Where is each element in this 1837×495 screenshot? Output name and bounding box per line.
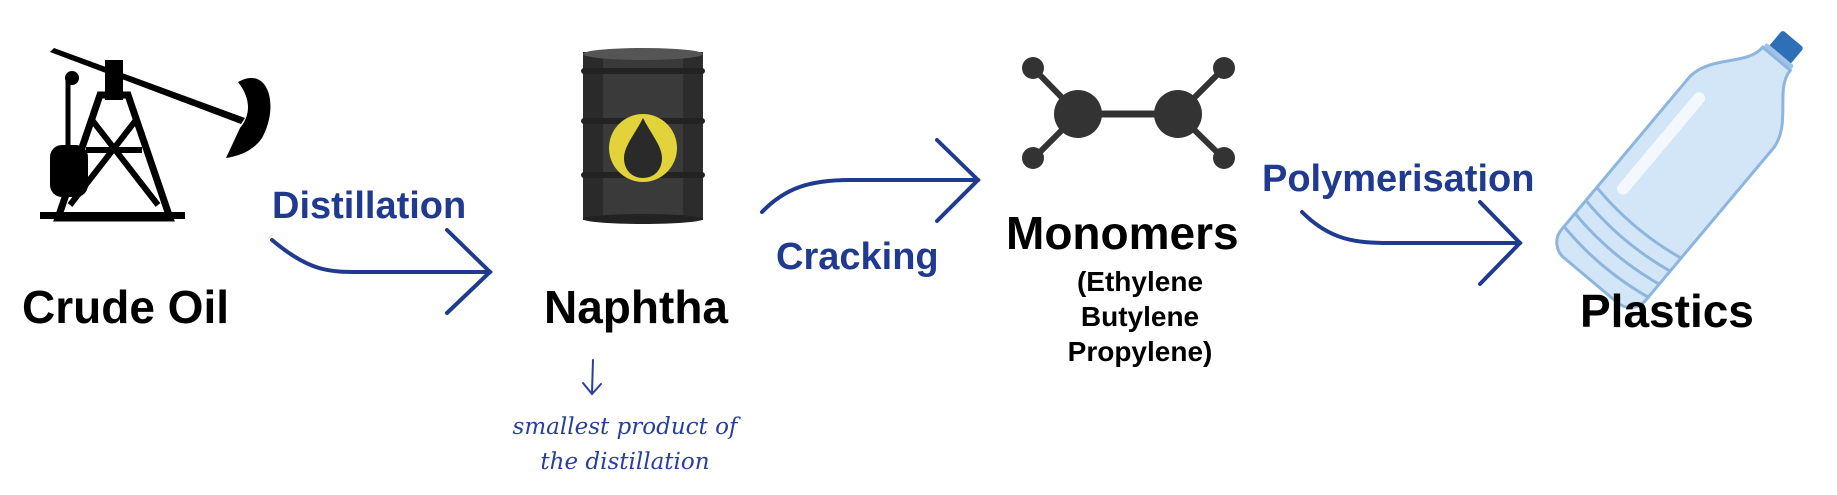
- cracking-arrow: [760, 138, 981, 223]
- handwritten-note: smallest product of the distillation: [490, 410, 760, 479]
- annotation-arrow: [582, 359, 602, 396]
- plastic-bottle-icon: [1555, 31, 1803, 309]
- monomer-item: (Ethylene: [1076, 266, 1204, 297]
- oil-barrel-icon: [581, 48, 705, 224]
- process-label-distillation: Distillation: [272, 185, 467, 227]
- stage-label-naphtha: Naphtha: [544, 281, 728, 333]
- polymerisation-arrow: [1300, 200, 1523, 286]
- molecule-icon: [1022, 57, 1235, 169]
- stage-label-plastics: Plastics: [1580, 285, 1754, 337]
- stage-label-crude-oil: Crude Oil: [22, 281, 230, 333]
- note-line: the distillation: [540, 448, 710, 475]
- process-label-polymerisation: Polymerisation: [1262, 158, 1535, 200]
- monomer-list: (Ethylene Butylene Propylene): [1040, 264, 1240, 369]
- note-line: smallest product of: [512, 414, 738, 440]
- distillation-arrow: [270, 228, 493, 315]
- monomer-item: Propylene): [1067, 336, 1213, 367]
- process-label-cracking: Cracking: [776, 236, 939, 278]
- stage-label-monomers: Monomers: [1006, 207, 1239, 259]
- oil-pump-icon: [40, 48, 271, 222]
- monomer-item: Butylene: [1080, 301, 1200, 332]
